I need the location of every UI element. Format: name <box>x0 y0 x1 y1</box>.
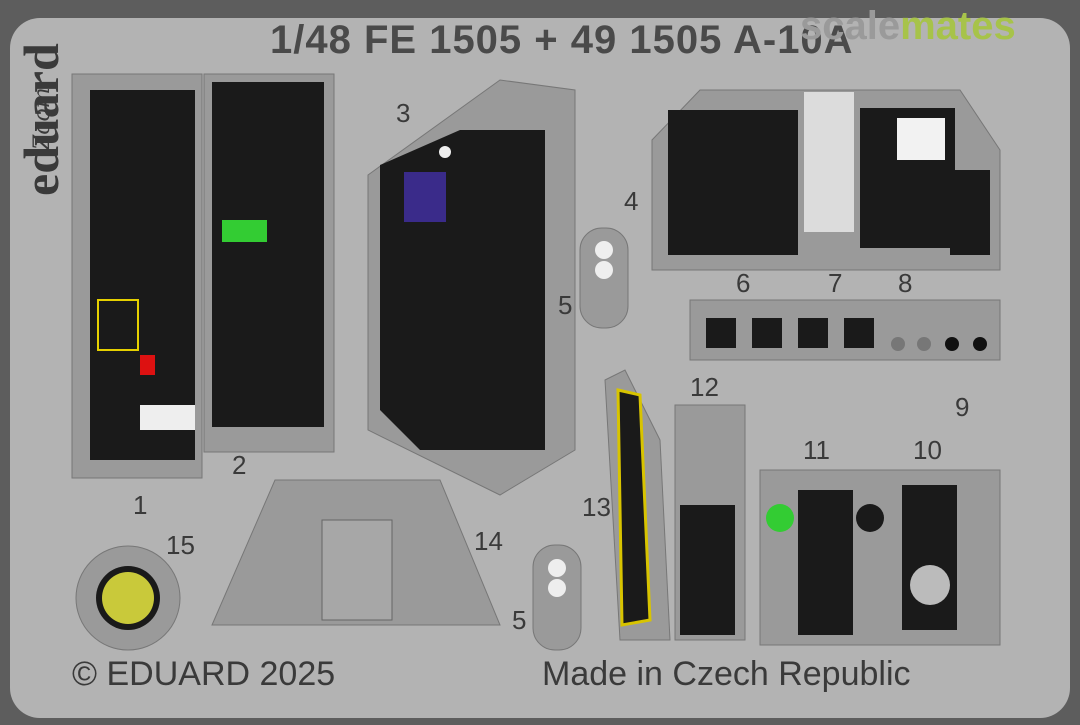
copyright: © EDUARD 2025 <box>72 655 336 693</box>
part-number-7: 7 <box>828 268 843 298</box>
part-number-13: 13 <box>582 492 611 522</box>
part-4-panel <box>651 89 1001 271</box>
part-number-8: 8 <box>898 268 913 298</box>
part-number-5-top: 5 <box>558 290 573 320</box>
part-number-10: 10 <box>913 435 942 465</box>
part-number-5-bottom: 5 <box>512 605 527 635</box>
part-number-4: 4 <box>624 186 639 216</box>
part-3-panel <box>367 79 576 496</box>
origin: Made in Czech Republic <box>542 655 911 693</box>
part-number-11: 11 <box>803 435 830 465</box>
part-number-2: 2 <box>232 450 247 480</box>
part-number-14: 14 <box>474 526 503 556</box>
part-2-panel <box>203 73 335 453</box>
watermark-part2: mates <box>900 4 1016 48</box>
part-number-3: 3 <box>396 98 411 128</box>
header-title: 1/48 FE 1505 + 49 1505 A-10A <box>270 18 854 62</box>
part-number-6: 6 <box>736 268 751 298</box>
parts-6-9-strip <box>689 299 1001 361</box>
parts-12-13 <box>604 369 746 641</box>
parts-10-11 <box>759 469 1001 646</box>
watermark-part1: scale <box>800 4 901 48</box>
part-14 <box>211 479 501 626</box>
part-1-panel <box>71 73 203 479</box>
part-5-bottom <box>532 544 582 651</box>
part-number-15: 15 <box>166 530 195 560</box>
part-number-1: 1 <box>133 490 148 520</box>
part-15 <box>75 545 181 651</box>
part-5-top <box>579 227 629 329</box>
watermark: scalemates <box>800 4 1016 49</box>
part-number-12: 12 <box>690 372 719 402</box>
part-number-9: 9 <box>955 392 970 422</box>
